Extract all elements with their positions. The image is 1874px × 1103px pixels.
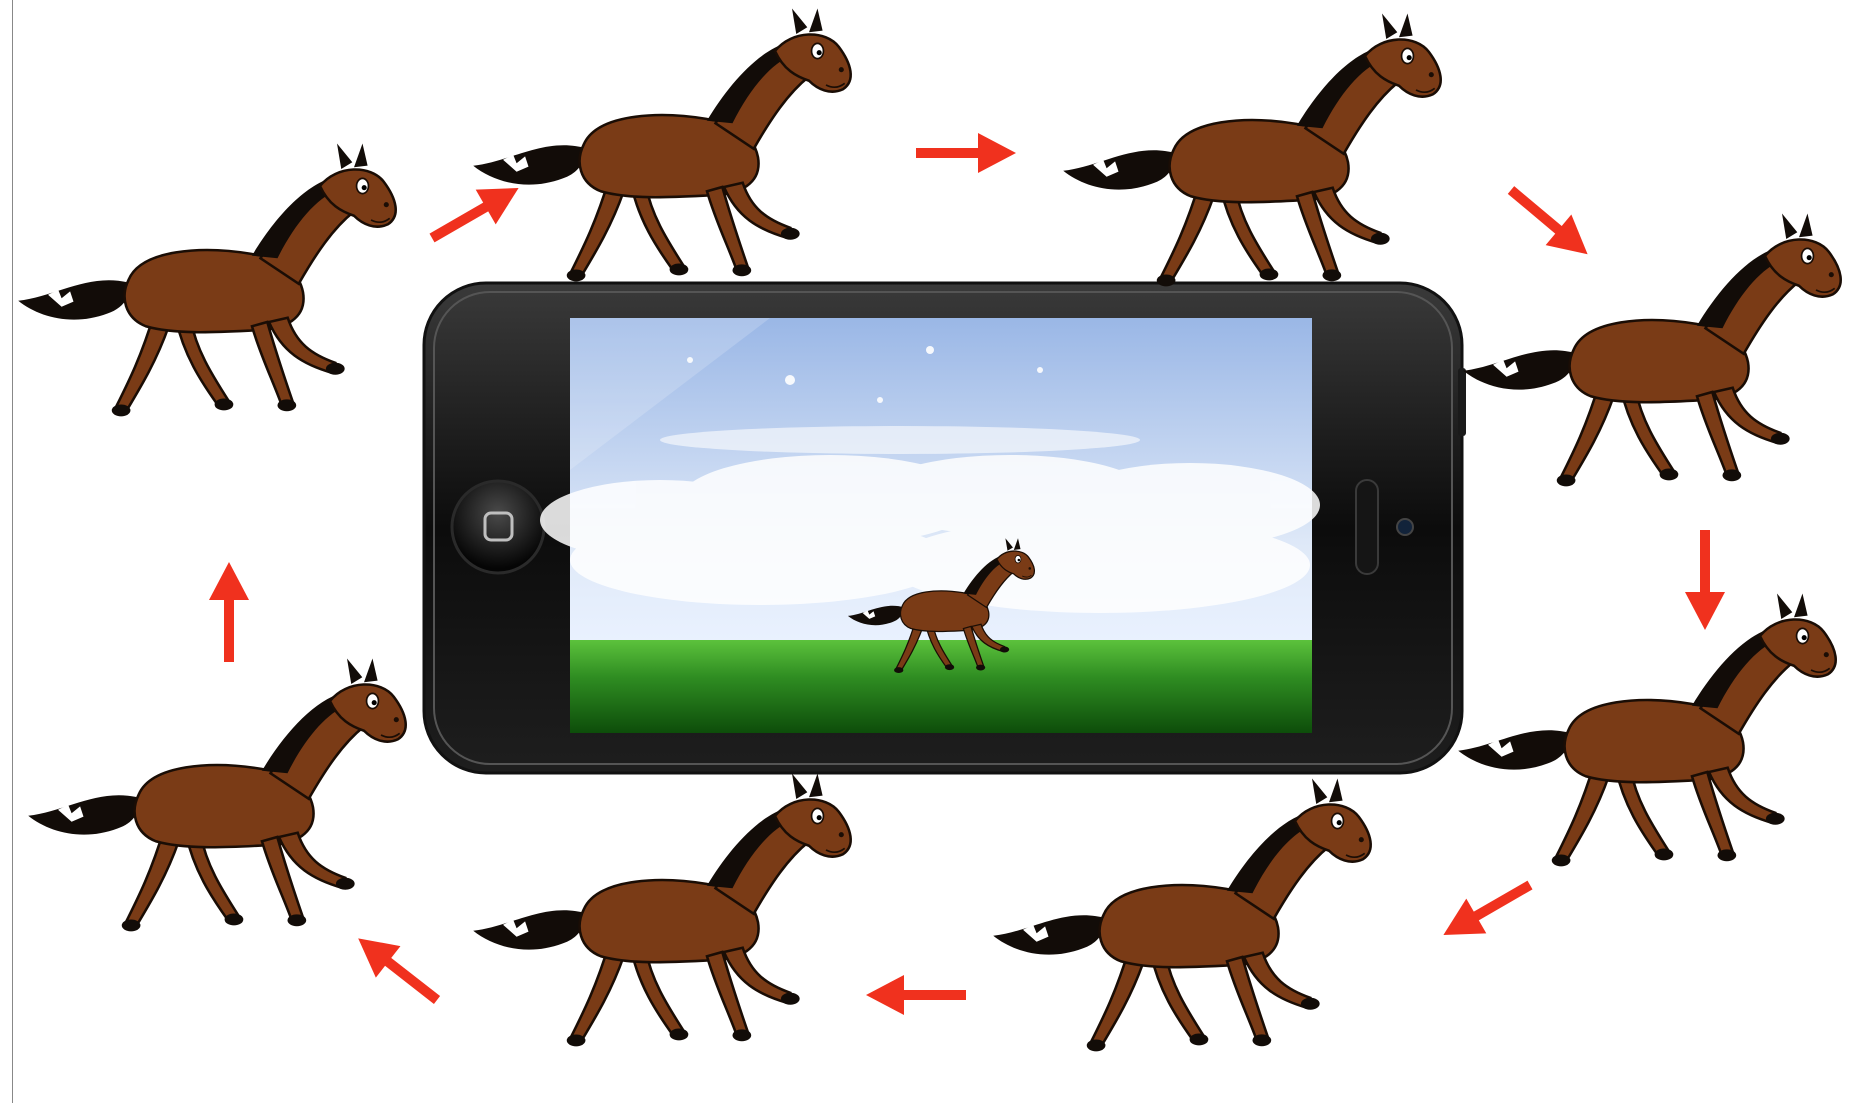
horse-frame-1 [18,144,395,417]
horse-frame-7 [473,774,850,1047]
arrow-3-to-4 [1498,175,1600,270]
horse-frame-6 [993,779,1370,1052]
phone-screen [540,318,1320,733]
horse-frame-4 [1463,214,1840,487]
arrow-7-to-8 [346,923,449,1016]
smartphone-icon [424,283,1466,773]
home-button-icon [452,481,544,573]
arrow-2-to-3 [916,133,1016,173]
arrow-8-to-1 [209,562,249,662]
speaker-grille [1356,480,1378,574]
horse-frame-5 [1458,594,1835,867]
arrow-1-to-2 [422,171,529,256]
horse-frame-8 [28,659,405,932]
horse-frame-3 [1063,13,1440,286]
arrow-6-to-7 [866,975,966,1015]
arrow-4-to-5 [1685,530,1725,630]
arrow-5-to-6 [1433,868,1540,953]
horse-frame-2 [473,8,850,281]
front-camera-icon [1397,519,1413,535]
